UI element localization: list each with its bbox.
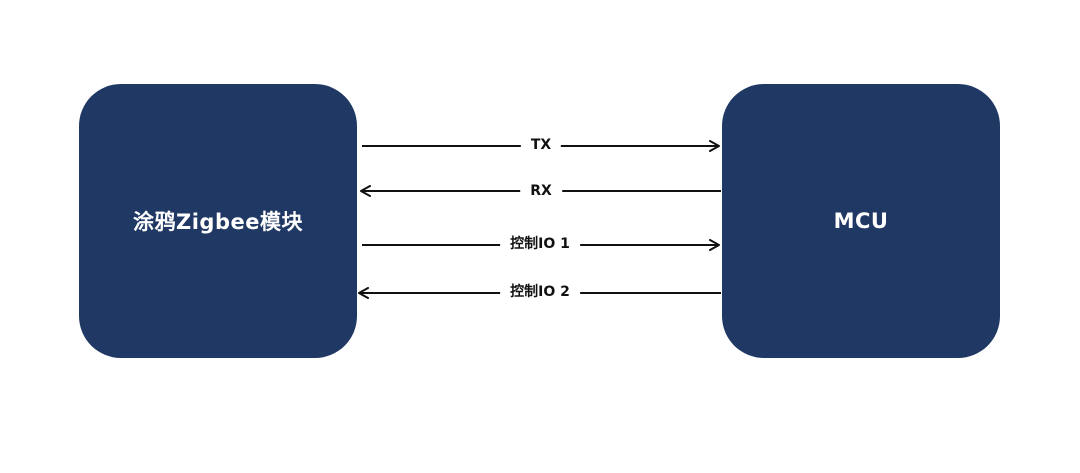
signal-label-tx: TX	[520, 137, 562, 153]
zigbee-module-label: 涂鸦Zigbee模块	[133, 210, 303, 234]
signal-label-rx: RX	[520, 183, 562, 199]
mcu-block: MCU	[722, 84, 1000, 358]
signal-label-io1: 控制IO 1	[500, 236, 580, 252]
mcu-label: MCU	[833, 209, 889, 233]
zigbee-module-block: 涂鸦Zigbee模块	[79, 84, 357, 358]
signal-label-io2: 控制IO 2	[500, 284, 580, 300]
